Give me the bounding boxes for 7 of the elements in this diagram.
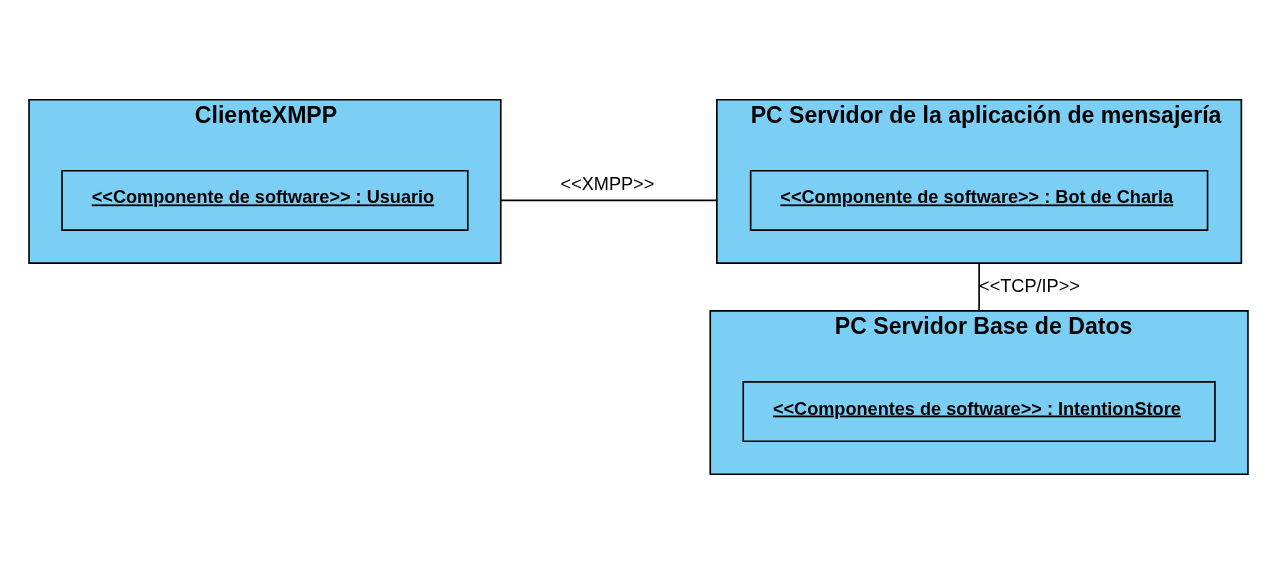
connector [978,261,980,312]
node-box: <<Componente de software>> : Bot de Charla [749,169,1209,231]
node-box: <<Componente de software>> : Usuario [61,169,469,231]
connector [499,199,718,201]
edge-label: <<TCP/IP>> [979,275,1080,296]
node-box: <<Componentes de software>> : IntentionStore [742,380,1216,442]
edge-label: <<XMPP>> [560,173,655,194]
